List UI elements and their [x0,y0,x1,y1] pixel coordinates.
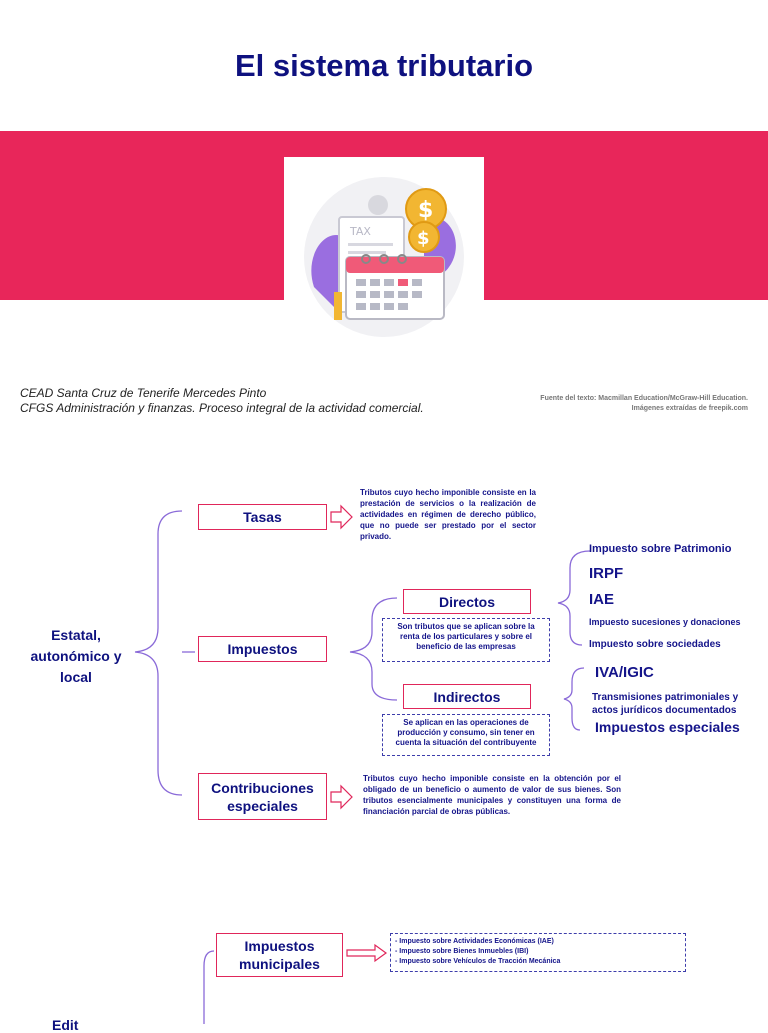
impuestos-municipales-label: Impuestos municipales [239,938,320,972]
municipal-item: - Impuesto sobre Bienes Inmuebles (IBI) [395,948,529,955]
svg-text:$: $ [418,198,433,223]
source-line-2: Imágenes extraídas de freepik.com [631,405,748,412]
directos-item: Impuesto sobre Patrimonio [589,543,732,555]
indirectos-label: Indirectos [433,688,501,705]
root-level-label: Estatal, autonómico y local [30,627,122,685]
contribuciones-description: Tributos cuyo hecho imponible consiste e… [363,774,621,816]
contribuciones-box: Contribuciones especiales [198,773,327,820]
municipal-item: - Impuesto sobre Vehículos de Tracción M… [395,958,561,965]
municipal-item: - Impuesto sobre Actividades Económicas … [395,938,554,945]
contribuciones-label: Contribuciones especiales [211,779,314,814]
tasas-description: Tributos cuyo hecho imponible consiste e… [360,488,536,541]
source-line-1: Fuente del texto: Macmillan Education/Mc… [540,395,748,402]
source-note: Fuente del texto: Macmillan Education/Mc… [540,394,748,414]
indirectos-item: Transmisiones patrimoniales y actos jurí… [592,692,739,716]
page-title: El sistema tributario [234,48,534,83]
directos-box: Directos [403,589,531,614]
directos-item: IRPF [589,565,624,582]
directos-label: Directos [438,593,496,610]
indirectos-item: Impuestos especiales [595,719,740,735]
root-level-label-2: Edit [52,1017,79,1033]
tasas-label: Tasas [243,509,282,525]
impuestos-box: Impuestos [198,636,327,662]
directos-item: IAE [589,591,615,608]
credit-line-2: CFGS Administración y finanzas. Proceso … [20,401,424,415]
credit-line-1: CEAD Santa Cruz de Tenerife Mercedes Pin… [20,386,267,400]
indirectos-item: IVA/IGIC [595,664,654,681]
directos-description: Son tributos que se aplican sobre la ren… [382,618,550,662]
impuestos-label: Impuestos [227,641,298,657]
tax-illustration: TAX $ $ [284,157,484,360]
svg-text:$: $ [417,228,430,249]
tasas-box: Tasas [198,504,327,530]
indirectos-box: Indirectos [403,684,531,709]
directos-item: Impuesto sucesiones y donaciones [589,617,741,627]
indirectos-description: Se aplican en las operaciones de producc… [382,714,550,756]
impuestos-municipales-list: - Impuesto sobre Actividades Económicas … [390,933,686,972]
tax-calendar-coins-icon: TAX $ $ [304,177,464,337]
directos-item: Impuesto sobre sociedades [589,639,721,650]
impuestos-municipales-box: Impuestos municipales [216,933,343,977]
illustration-tax-text: TAX [349,225,371,238]
